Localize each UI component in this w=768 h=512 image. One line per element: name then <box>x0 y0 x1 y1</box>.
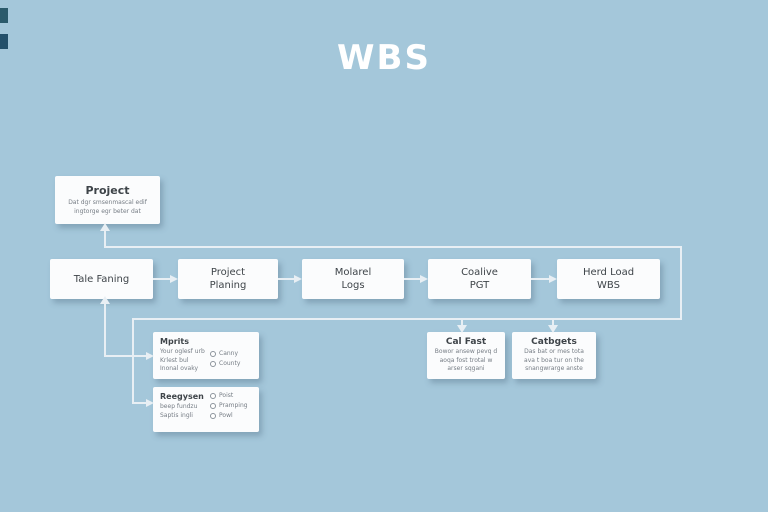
catbgets-box-title: Catbgets <box>531 337 577 347</box>
mprits-text-line: Your oglesf urb <box>160 348 205 355</box>
project-box-text-line: Dat dgr smsenmascal edif <box>68 198 147 206</box>
box-label: Tale Faning <box>73 273 130 285</box>
connector-line <box>278 278 295 280</box>
reegysen-option: Pramping <box>210 402 252 409</box>
cal-fast-text-line: arser sqgani <box>447 365 485 373</box>
arrow-down-icon <box>457 325 467 333</box>
reegysen-text-line: beep fundzu <box>160 403 198 410</box>
cal-fast-box-title: Cal Fast <box>445 337 487 347</box>
page-title: WBS <box>337 38 431 78</box>
coalive-pgt-box: Coalive PGT <box>428 259 531 299</box>
box-label: WBS <box>597 280 620 291</box>
connector-line <box>132 318 134 404</box>
project-planning-box: Project Planing <box>178 259 278 299</box>
task-planning-box: Tale Faning <box>50 259 153 299</box>
box-label: PGT <box>469 280 490 291</box>
catbgets-text-line: ava t boa tur on the <box>524 356 584 364</box>
radio-icon <box>210 402 216 409</box>
arrow-right-icon <box>549 275 557 283</box>
arrow-down-icon <box>548 325 558 333</box>
arrow-up-icon <box>100 223 110 231</box>
box-label: Molarel <box>334 267 372 278</box>
mprits-text-line: Krlest bul <box>160 356 189 364</box>
connector-line <box>153 278 171 280</box>
option-label: Poist <box>219 392 234 399</box>
connector-line <box>132 318 682 320</box>
edge-artifact-top <box>0 8 8 23</box>
project-box-text-line: ingtorge egr beter dat <box>74 207 141 215</box>
reegysen-box-title: Reegysen <box>160 392 204 401</box>
connector-line <box>104 355 147 357</box>
arrow-up-icon <box>100 296 110 304</box>
cal-fast-text-line: aoqa fost trotal w <box>439 356 493 364</box>
connector-line <box>680 246 682 320</box>
connector-line <box>404 278 421 280</box>
arrow-right-icon <box>146 399 154 407</box>
mprits-box: Mprits Your oglesf urb Krlest bul Inonal… <box>153 332 259 379</box>
material-logs-box: Molarel Logs <box>302 259 404 299</box>
arrow-right-icon <box>146 352 154 360</box>
catbgets-box: Catbgets Das bat or mes tota ava t boa t… <box>512 332 596 379</box>
option-label: Pramping <box>219 402 248 409</box>
arrow-right-icon <box>294 275 302 283</box>
option-label: Powl <box>219 412 233 419</box>
catbgets-text-line: snangwrarge anste <box>525 365 583 373</box>
arrow-right-icon <box>170 275 178 283</box>
connector-line <box>104 303 106 357</box>
radio-icon <box>210 360 216 367</box>
edge-artifact-bottom <box>0 34 8 49</box>
catbgets-text-line: Das bat or mes tota <box>524 348 584 355</box>
mprits-option: County <box>210 360 252 367</box>
box-label: Logs <box>341 280 365 291</box>
mprits-text-line: Inonal ovaky <box>160 365 199 373</box>
connector-line <box>105 246 682 248</box>
reegysen-text-line: Saptis ingli <box>160 411 193 419</box>
project-box: Project Dat dgr smsenmascal edif ingtorg… <box>55 176 160 224</box>
cal-fast-box: Cal Fast Bowor ansew pevq d aoqa fost tr… <box>427 332 505 379</box>
option-label: Canny <box>219 350 239 357</box>
box-label: Planing <box>209 280 247 291</box>
box-label: Coalive <box>461 267 498 278</box>
project-box-title: Project <box>85 183 130 197</box>
herd-load-wbs-box: Herd Load WBS <box>557 259 660 299</box>
box-label: Project <box>210 267 246 278</box>
connector-line <box>132 402 147 404</box>
reegysen-box: Reegysen beep fundzu Saptis ingli Poist … <box>153 387 259 432</box>
radio-icon <box>210 350 216 357</box>
reegysen-option: Powl <box>210 412 252 419</box>
connector-line <box>531 278 550 280</box>
connector-line <box>461 320 463 326</box>
connector-line <box>552 320 554 326</box>
radio-icon <box>210 392 216 399</box>
box-label: Herd Load <box>582 267 635 278</box>
radio-icon <box>210 412 216 419</box>
arrow-right-icon <box>420 275 428 283</box>
connector-line <box>104 230 106 248</box>
option-label: County <box>219 360 241 367</box>
mprits-option: Canny <box>210 350 252 357</box>
reegysen-option: Poist <box>210 392 252 399</box>
mprits-box-title: Mprits <box>160 337 189 346</box>
cal-fast-text-line: Bowor ansew pevq d <box>434 348 498 355</box>
